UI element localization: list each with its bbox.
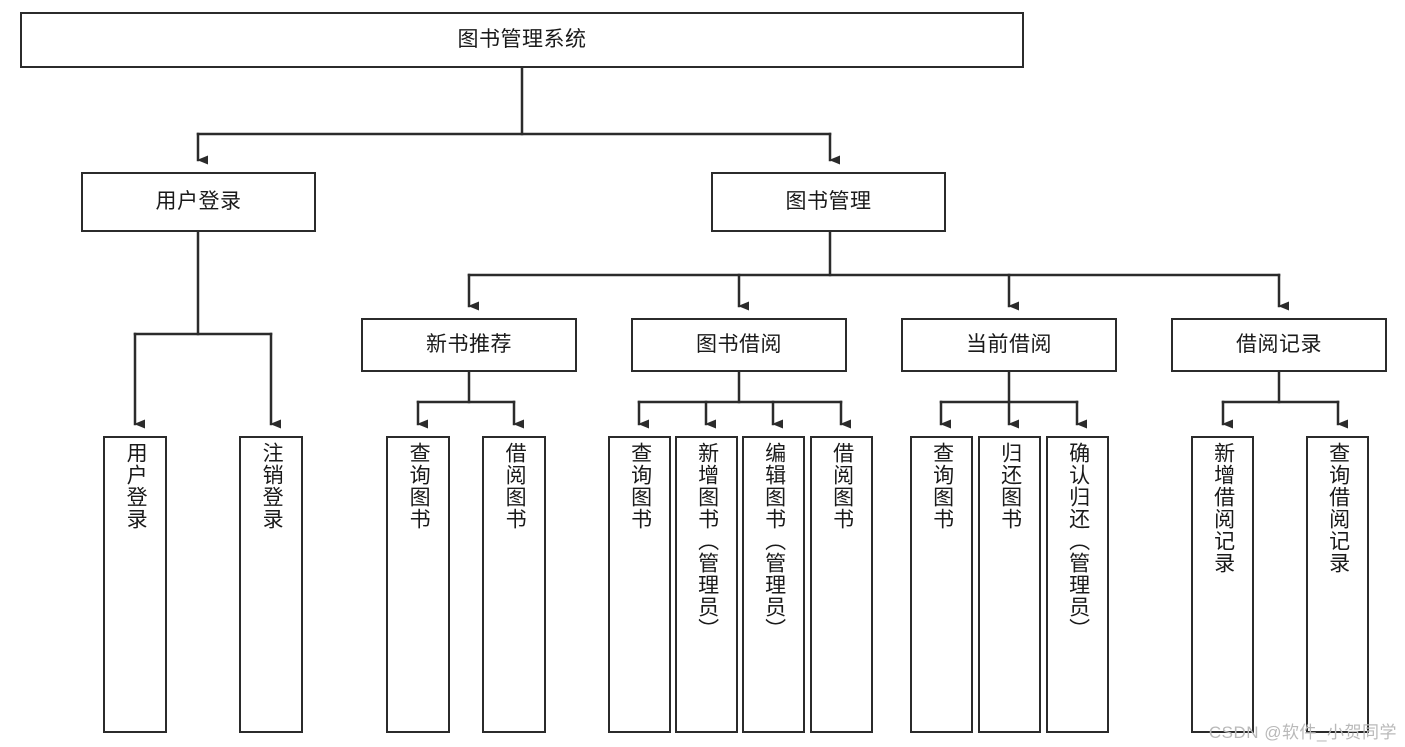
node-leaf-query-book-1[interactable]: 查询图书 <box>386 436 450 733</box>
node-leaf-confirm-return[interactable]: 确认归还（管理员） <box>1046 436 1109 733</box>
node-leaf-return-book[interactable]: 归还图书 <box>978 436 1041 733</box>
node-current-borrow[interactable]: 当前借阅 <box>901 318 1117 372</box>
node-book-borrow[interactable]: 图书借阅 <box>631 318 847 372</box>
node-leaf-query-book-3[interactable]: 查询图书 <box>910 436 973 733</box>
node-leaf-confirm-return-label: 确认归还（管理员） <box>1066 442 1090 640</box>
node-root[interactable]: 图书管理系统 <box>20 12 1024 68</box>
node-book-management-label: 图书管理 <box>785 190 872 214</box>
node-leaf-user-login[interactable]: 用户登录 <box>103 436 167 733</box>
node-leaf-query-record-label: 查询借阅记录 <box>1326 442 1350 574</box>
node-borrow-record[interactable]: 借阅记录 <box>1171 318 1387 372</box>
node-leaf-borrow-book-1-label: 借阅图书 <box>503 442 527 530</box>
node-leaf-edit-book[interactable]: 编辑图书（管理员） <box>742 436 805 733</box>
node-user-login-label: 用户登录 <box>155 190 242 214</box>
node-new-book-recommend[interactable]: 新书推荐 <box>361 318 577 372</box>
node-leaf-logout-label: 注销登录 <box>260 442 284 530</box>
node-leaf-add-book[interactable]: 新增图书（管理员） <box>675 436 738 733</box>
node-leaf-edit-book-label: 编辑图书（管理员） <box>762 442 786 640</box>
node-leaf-query-book-2[interactable]: 查询图书 <box>608 436 671 733</box>
node-leaf-add-book-label: 新增图书（管理员） <box>695 442 719 640</box>
node-leaf-logout[interactable]: 注销登录 <box>239 436 303 733</box>
node-borrow-record-label: 借阅记录 <box>1236 333 1322 357</box>
node-leaf-user-login-label: 用户登录 <box>124 442 148 530</box>
node-leaf-add-record[interactable]: 新增借阅记录 <box>1191 436 1254 733</box>
node-user-login[interactable]: 用户登录 <box>81 172 316 232</box>
node-current-borrow-label: 当前借阅 <box>966 333 1052 357</box>
node-leaf-query-book-2-label: 查询图书 <box>628 442 652 530</box>
node-book-borrow-label: 图书借阅 <box>696 333 782 357</box>
node-leaf-return-book-label: 归还图书 <box>998 442 1022 530</box>
node-book-management[interactable]: 图书管理 <box>711 172 946 232</box>
node-leaf-borrow-book-1[interactable]: 借阅图书 <box>482 436 546 733</box>
node-root-label: 图书管理系统 <box>457 28 587 52</box>
node-leaf-query-book-3-label: 查询图书 <box>930 442 954 530</box>
node-leaf-add-record-label: 新增借阅记录 <box>1211 442 1235 574</box>
node-leaf-query-book-1-label: 查询图书 <box>407 442 431 530</box>
node-leaf-borrow-book-2[interactable]: 借阅图书 <box>810 436 873 733</box>
node-leaf-query-record[interactable]: 查询借阅记录 <box>1306 436 1369 733</box>
node-leaf-borrow-book-2-label: 借阅图书 <box>830 442 854 530</box>
node-new-book-recommend-label: 新书推荐 <box>426 333 512 357</box>
